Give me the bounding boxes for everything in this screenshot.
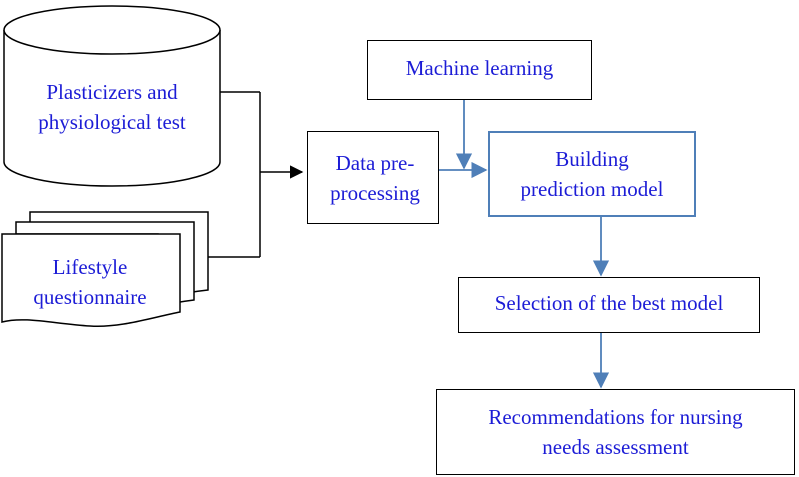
database-cylinder-shape <box>3 5 221 187</box>
database-label: Plasticizers and physiological test <box>38 80 186 134</box>
recommendations-box <box>436 389 795 475</box>
recommendations-label: Recommendations for nursing needs assess… <box>488 405 743 459</box>
selection-box <box>458 277 760 333</box>
source-connector <box>208 91 304 258</box>
machine-learning-label: Machine learning <box>405 56 554 80</box>
selection-label: Selection of the best model <box>494 291 724 315</box>
building-model-label: Building prediction model <box>520 147 664 201</box>
machine-learning-box <box>367 40 592 100</box>
preprocessing-label: Data pre- processing <box>330 150 420 205</box>
building-model-box <box>488 131 696 217</box>
questionnaire-label: Lifestyle questionnaire <box>33 255 147 309</box>
document-stack-shape <box>1 211 209 328</box>
preprocessing-box <box>307 131 439 224</box>
